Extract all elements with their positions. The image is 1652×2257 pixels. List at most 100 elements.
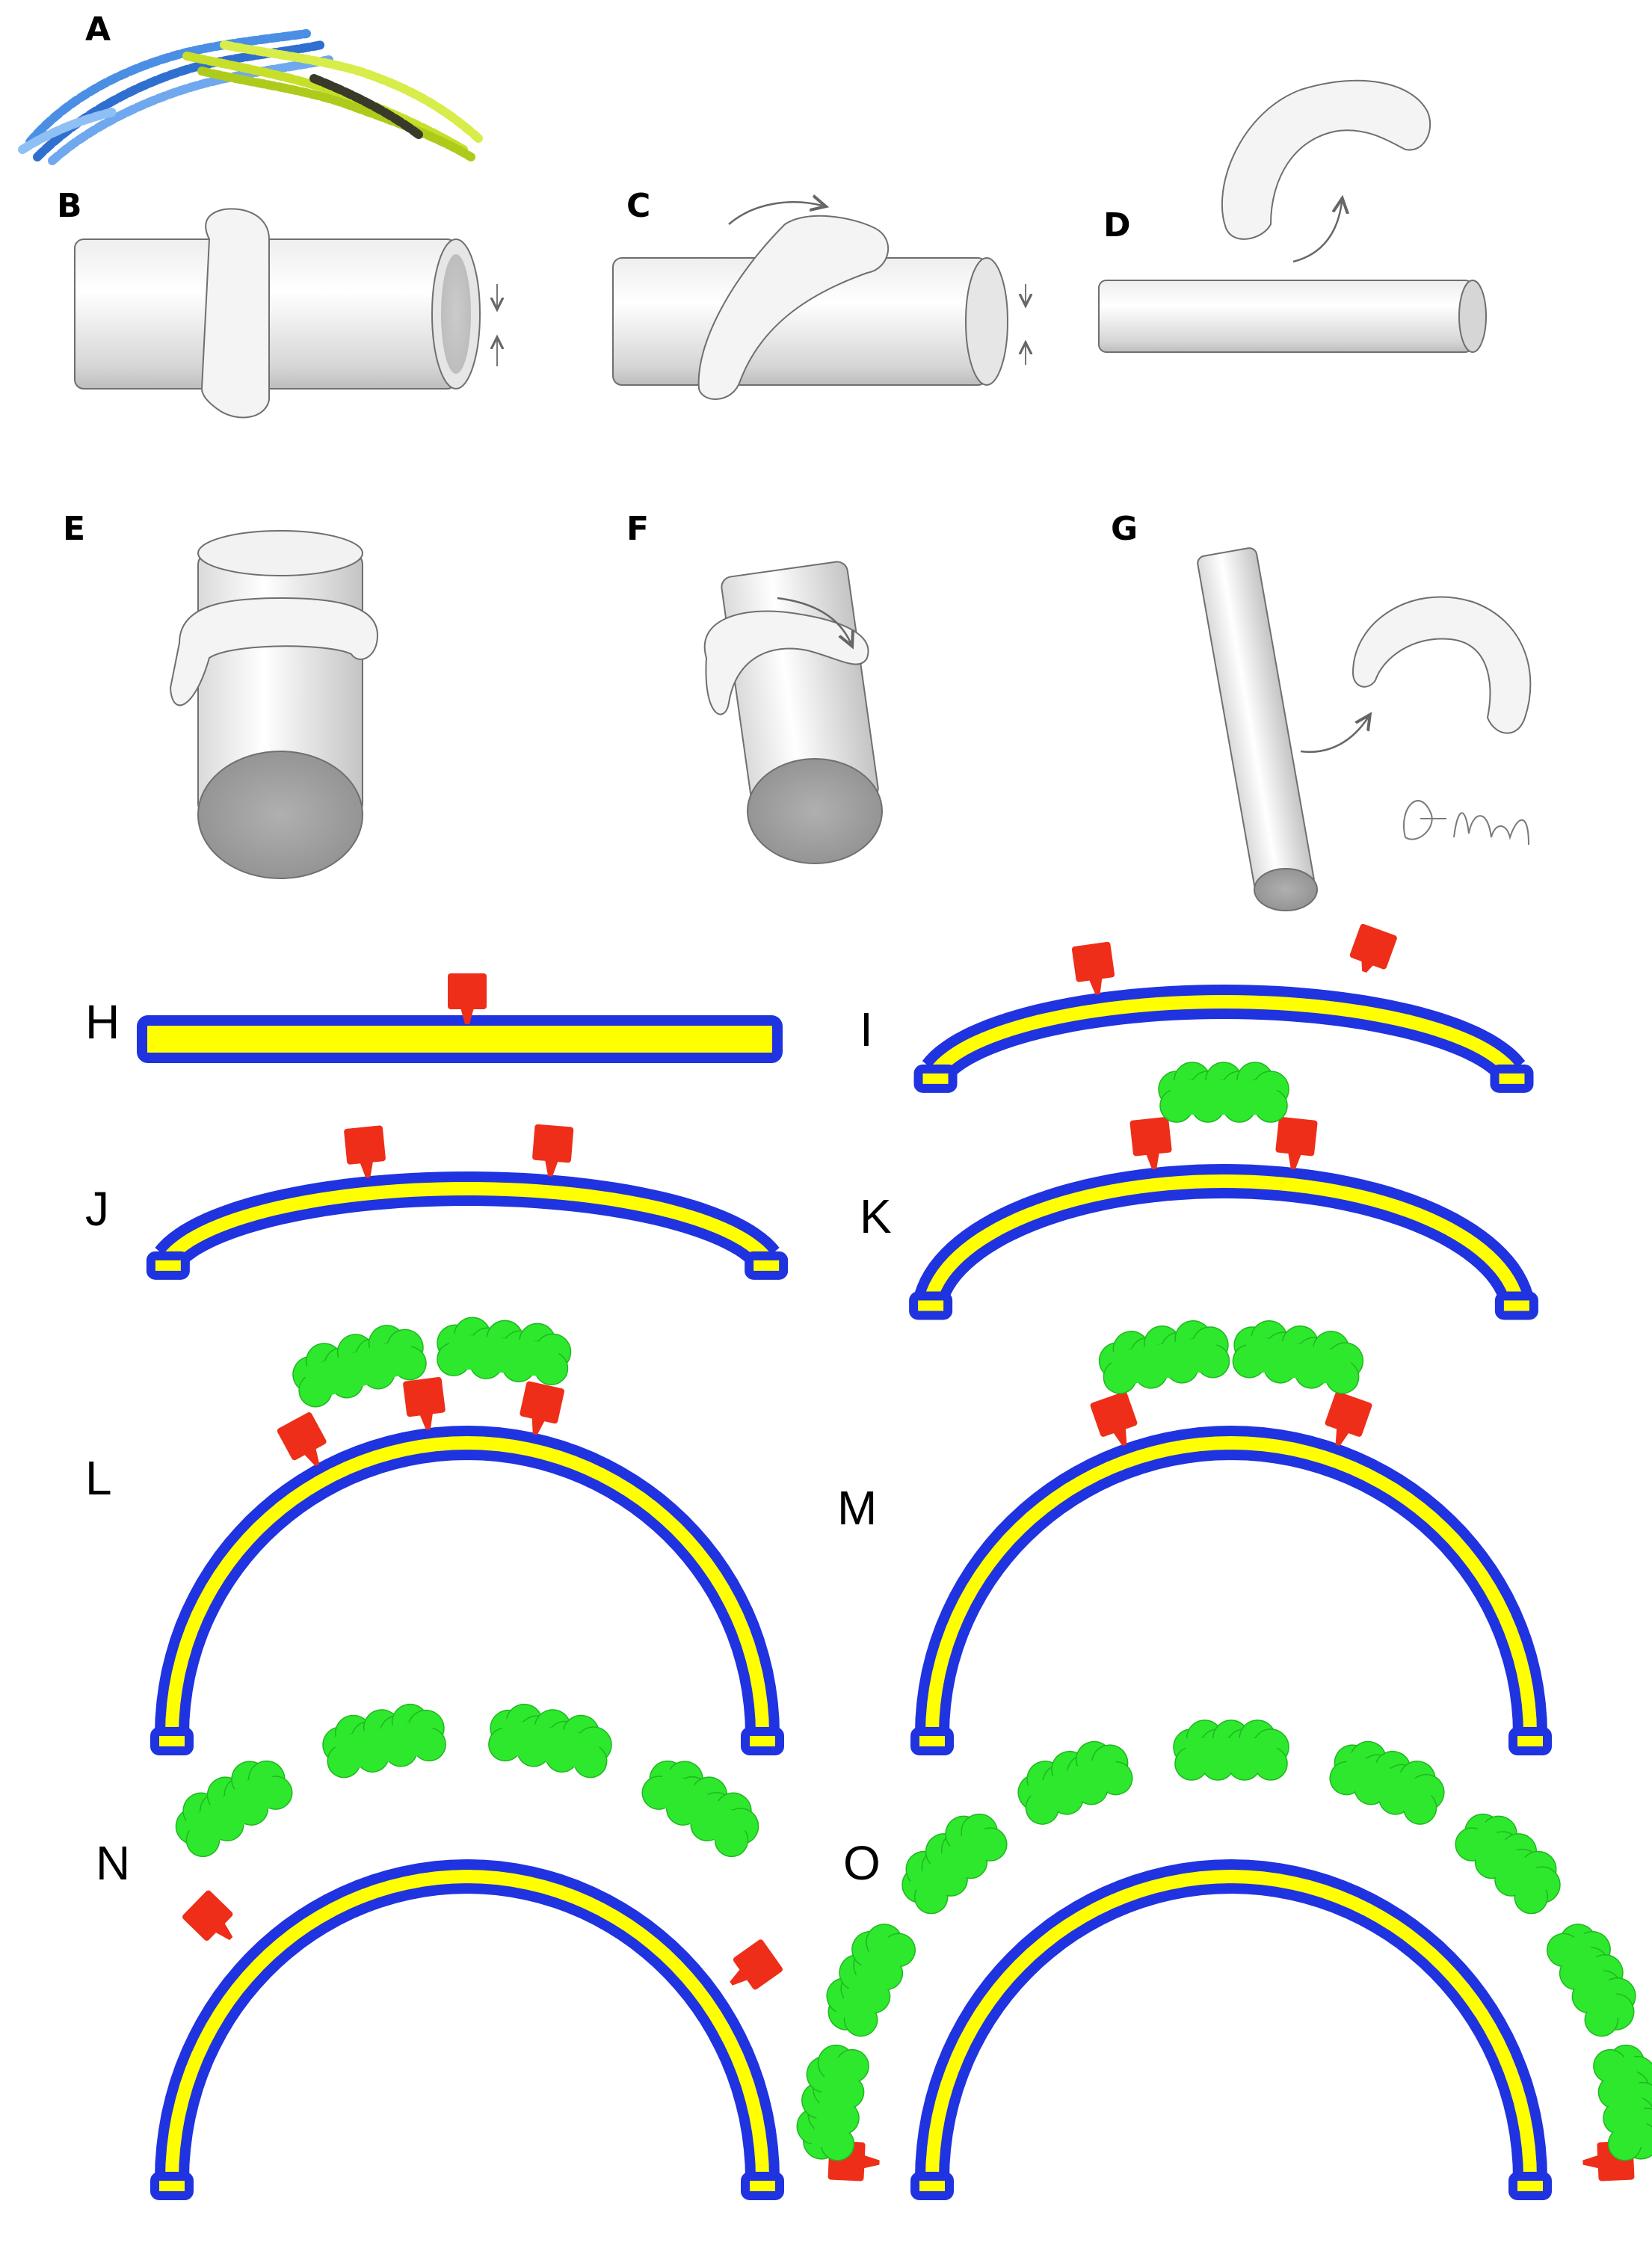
- ring: [703, 610, 869, 715]
- anchor-stem: [1145, 1152, 1159, 1170]
- anchor-stem: [730, 1968, 749, 1986]
- protein-body: [1109, 1334, 1221, 1388]
- protein-body: [1553, 1933, 1627, 2030]
- panel-e-sketch: [169, 530, 379, 879]
- protein-body: [835, 1933, 910, 2030]
- anchor-head: [1349, 923, 1397, 970]
- membrane-end-cap: [745, 1251, 789, 1280]
- anchor-stem: [1112, 1427, 1127, 1447]
- protein-body: [1461, 1821, 1553, 1908]
- membrane-bilayer-outer: [155, 1859, 780, 2181]
- anchor-stem: [1582, 2155, 1600, 2169]
- protein-body: [184, 1768, 286, 1851]
- protein-body: [446, 1333, 560, 1378]
- tube-opening: [747, 758, 883, 864]
- panel-label-j: J: [85, 1182, 109, 1236]
- tube-opening: [1254, 868, 1318, 911]
- anchor-head: [1090, 1391, 1138, 1437]
- membrane-bilayer-outer: [914, 1164, 1533, 1310]
- protein-body: [1600, 2055, 1651, 2152]
- protein-cloud: [322, 1703, 446, 1779]
- protein-body: [333, 1718, 437, 1771]
- anchor-stem: [460, 1008, 474, 1024]
- panel-label-l: L: [85, 1451, 112, 1505]
- anchor-block: [532, 1124, 574, 1177]
- anchor-block: [1090, 1391, 1138, 1447]
- anchor-head: [520, 1381, 564, 1424]
- membrane-end-cap: [741, 2172, 784, 2200]
- tube: [1197, 547, 1315, 896]
- green-helix-bundle: [182, 40, 483, 161]
- anchor-head: [532, 1124, 574, 1163]
- panel-label-n: N: [96, 1836, 131, 1890]
- rotation-arrow-icon: [728, 202, 822, 225]
- anchor-block: [1129, 1116, 1172, 1170]
- membrane-bilayer-core: [924, 1174, 1523, 1302]
- protein-body: [811, 2055, 863, 2152]
- anchor-stem: [1335, 1427, 1350, 1447]
- protein-cloud: [901, 1813, 1008, 1915]
- protein-cloud: [1593, 2044, 1652, 2161]
- membrane-bilayer-outer: [915, 1859, 1547, 2181]
- rotation-arrow-icon: [777, 597, 851, 643]
- protein-cloud: [1547, 1924, 1636, 2037]
- membrane-end-cap: [741, 1727, 784, 1755]
- anchor-stem: [531, 1417, 546, 1435]
- anchor-block: [1349, 923, 1397, 973]
- protein-body: [910, 1821, 1001, 1908]
- tube: [1098, 280, 1473, 353]
- panel-label-i: I: [860, 1003, 873, 1056]
- anchor-head: [277, 1412, 327, 1461]
- anchor-stem: [215, 1922, 233, 1941]
- signature-mark: [1403, 800, 1529, 846]
- panel-o-membrane: [796, 1719, 1652, 2200]
- protein-cloud: [175, 1760, 293, 1858]
- panel-c-sketch: [612, 202, 1026, 400]
- panel-label-k: K: [860, 1189, 892, 1243]
- protein-body: [302, 1337, 418, 1401]
- protein-cloud: [1173, 1719, 1289, 1781]
- panel-label-c: C: [626, 187, 651, 225]
- membrane-bilayer-core: [930, 994, 1517, 1077]
- tube-opening: [965, 257, 1008, 386]
- protein-body: [1242, 1334, 1353, 1388]
- panel-h-membrane: [137, 973, 783, 1063]
- panel-l-membrane: [150, 1317, 784, 1755]
- panel-label-e: E: [63, 510, 86, 548]
- membrane-end-cap: [910, 2172, 954, 2200]
- anchor-head: [344, 1125, 386, 1165]
- release-arrow-icon: [1292, 202, 1342, 263]
- protein-cloud: [826, 1924, 916, 2037]
- release-arrow-icon: [1300, 718, 1368, 754]
- released-ring: [1352, 596, 1532, 734]
- membrane-bilayer-outer: [155, 1426, 780, 1737]
- panel-label-h: H: [85, 995, 120, 1049]
- ring: [697, 215, 889, 400]
- anchor-block: [1071, 941, 1115, 995]
- anchor-head: [403, 1377, 446, 1417]
- membrane-end-cap: [150, 2172, 194, 2200]
- tube-opening: [1458, 280, 1487, 353]
- membrane-end-cap: [150, 1727, 194, 1755]
- panel-b-sketch: [74, 208, 497, 419]
- protein-cloud: [1232, 1320, 1364, 1394]
- membrane-bilayer-core: [165, 1869, 769, 2180]
- panel-label-g: G: [1111, 510, 1138, 548]
- anchor-stem: [360, 1160, 374, 1178]
- protein-cloud: [796, 2044, 869, 2161]
- membrane-bilayer-core: [925, 1869, 1537, 2180]
- panel-label-o: O: [843, 1836, 881, 1890]
- protein-body: [497, 1718, 602, 1771]
- protein-cloud: [292, 1325, 427, 1408]
- anchor-block: [520, 1381, 564, 1435]
- anchor-head: [1325, 1391, 1372, 1437]
- anchor-head: [733, 1939, 783, 1990]
- anchor-block: [277, 1412, 327, 1467]
- membrane-end-cap: [909, 1291, 953, 1320]
- membrane-bilayer-outer: [921, 985, 1526, 1086]
- anchor-block: [344, 1125, 386, 1178]
- protein-cloud: [1455, 1813, 1561, 1915]
- panel-label-d: D: [1103, 206, 1131, 244]
- protein-cloud: [1017, 1740, 1133, 1825]
